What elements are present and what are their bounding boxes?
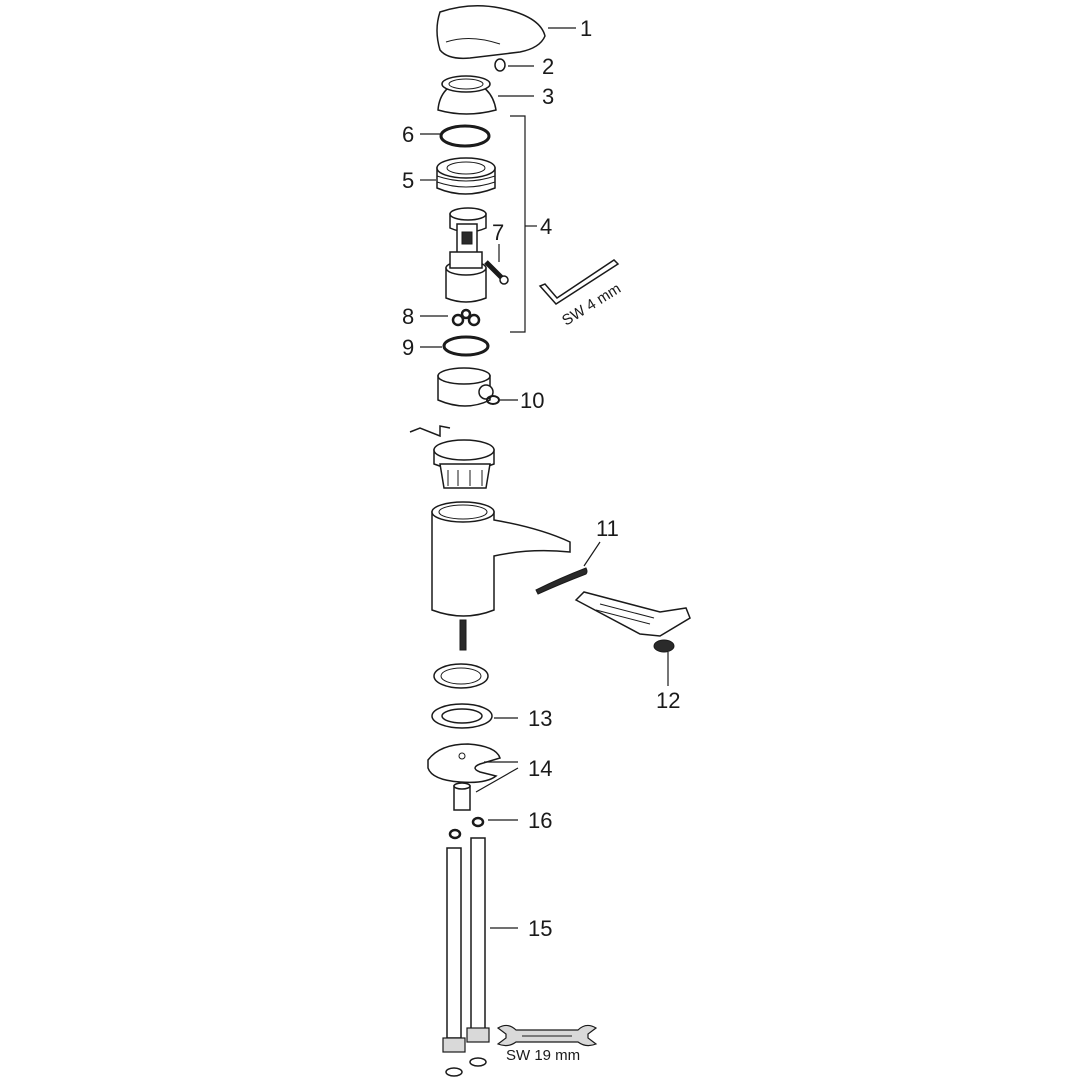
part-5-threaded-nut xyxy=(436,157,496,195)
sleeve-nut xyxy=(453,782,471,811)
label-part-2: 2 xyxy=(542,54,554,79)
label-part-1: 1 xyxy=(580,16,592,41)
part-16-small-o-rings xyxy=(448,816,485,840)
part-10-adapter xyxy=(437,367,500,407)
label-part-8: 8 xyxy=(402,304,414,329)
hex-key-icon xyxy=(538,259,620,305)
leader-lines xyxy=(420,27,669,929)
label-part-7: 7 xyxy=(492,220,504,245)
part-3-cover-cap xyxy=(437,75,497,115)
hex-key-size-label: SW 4 mm xyxy=(559,280,624,329)
label-part-12: 12 xyxy=(656,688,680,713)
label-part-14: 14 xyxy=(528,756,552,781)
label-part-4: 4 xyxy=(540,214,552,239)
spout-body xyxy=(431,501,571,617)
part-13-base-gasket xyxy=(431,703,493,729)
label-part-13: 13 xyxy=(528,706,552,731)
label-part-9: 9 xyxy=(402,335,414,360)
label-part-5: 5 xyxy=(402,168,414,193)
label-part-6: 6 xyxy=(402,122,414,147)
part-1-handle xyxy=(436,5,546,60)
label-part-16: 16 xyxy=(528,808,552,833)
wrench-icon xyxy=(496,1024,598,1047)
cartridge-sleeve xyxy=(449,207,487,233)
part-15-supply-hoses xyxy=(442,837,490,1077)
part-12-pull-rod xyxy=(574,591,691,653)
mounting-clamp-ring xyxy=(433,663,489,689)
label-part-3: 3 xyxy=(542,84,554,109)
wrench-size-label: SW 19 mm xyxy=(506,1047,580,1064)
cartridge-body xyxy=(445,223,487,303)
threaded-rod xyxy=(459,619,467,651)
label-part-11: 11 xyxy=(596,516,619,541)
label-part-15: 15 xyxy=(528,916,552,941)
cartridge-base xyxy=(409,425,495,489)
part-6-o-ring xyxy=(439,124,491,148)
part-8-small-o-rings xyxy=(451,308,481,327)
part-2-set-screw xyxy=(494,58,506,72)
part-7-screw xyxy=(484,260,509,285)
part-14-horseshoe-washer xyxy=(427,743,501,784)
part-11-seal xyxy=(535,567,588,595)
part-9-o-ring xyxy=(442,335,490,357)
label-part-10: 10 xyxy=(520,388,544,413)
